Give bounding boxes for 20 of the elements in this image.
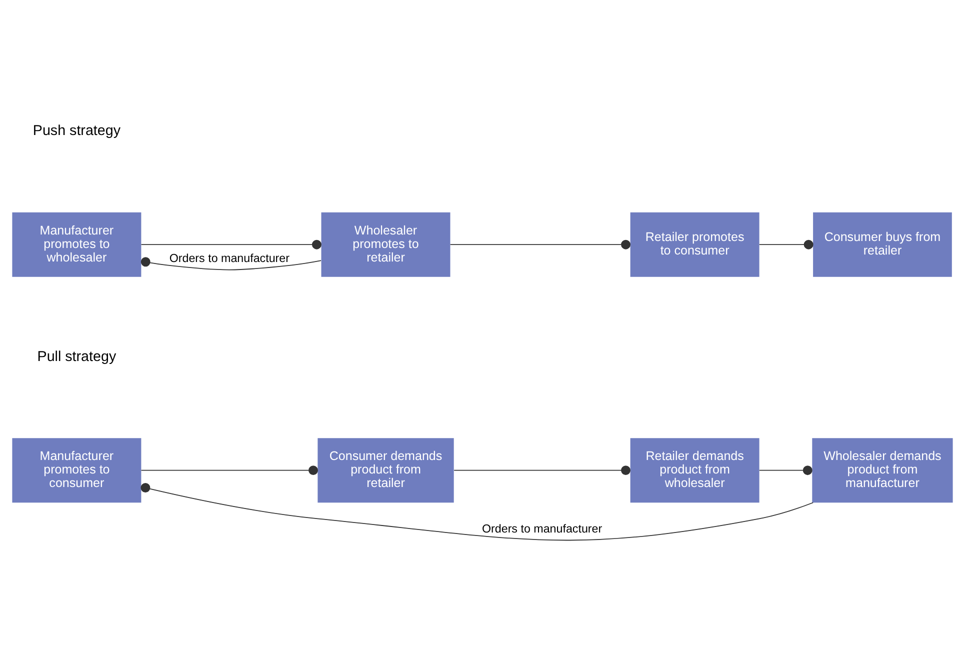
connector	[450, 240, 631, 250]
label: Push strategy	[32, 123, 121, 140]
label: Pull strategy	[37, 348, 116, 365]
node-box: Wholesaler promotes to retailer	[321, 212, 450, 277]
connector	[758, 466, 812, 476]
node-box: Consumer demands product from retailer	[318, 438, 454, 503]
node-box: Retailer promotes to consumer	[630, 212, 760, 277]
edge-label: Orders to manufacturer	[169, 252, 290, 265]
edge-label: Orders to manufacturer	[482, 522, 602, 536]
connector	[140, 466, 318, 476]
node-box: Wholesaler demands product from manufacturer	[812, 438, 953, 503]
connector	[454, 466, 630, 476]
connector	[140, 482, 814, 541]
node-box: Consumer buys from retailer	[813, 212, 952, 277]
node-box: Manufacturer promotes to wholesaler	[12, 212, 142, 277]
connector	[140, 240, 322, 250]
node-box: Manufacturer promotes to consumer	[12, 438, 142, 503]
connector	[758, 240, 814, 250]
node-box: Retailer demands product from wholesaler	[630, 438, 760, 503]
connector	[140, 257, 322, 270]
